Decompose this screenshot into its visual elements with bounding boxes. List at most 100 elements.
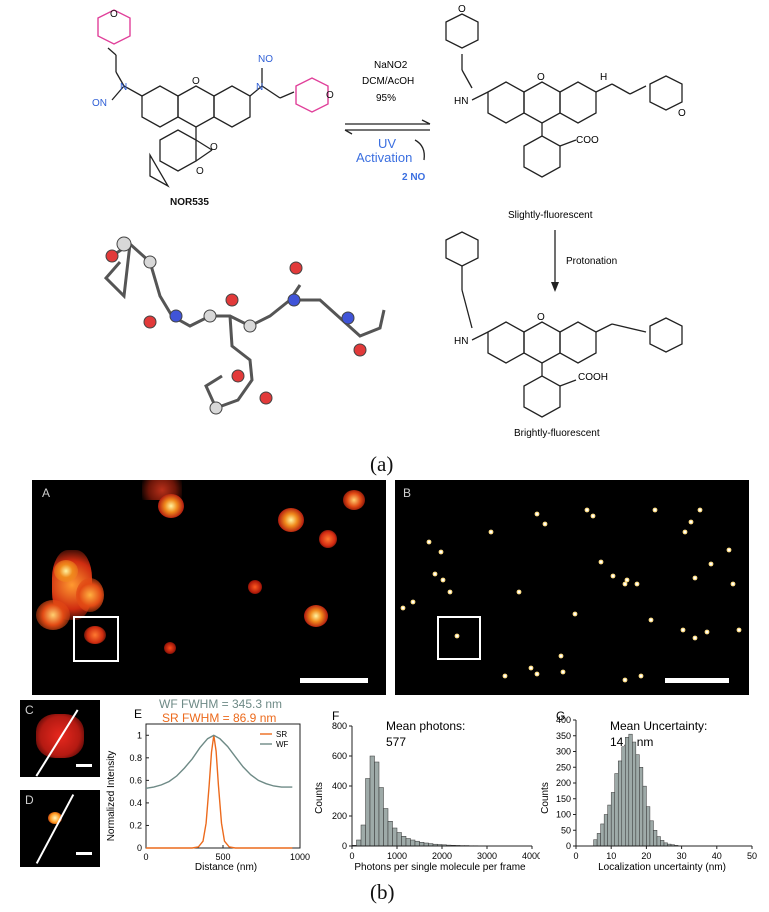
localization-core bbox=[599, 560, 603, 564]
released-no-label: 2 NO bbox=[402, 172, 426, 183]
activation-label: Activation bbox=[356, 150, 412, 165]
localization-core bbox=[693, 576, 697, 580]
localization-core bbox=[623, 582, 627, 586]
histogram-bar bbox=[653, 830, 658, 847]
y-tick-label: 800 bbox=[332, 721, 347, 731]
y-tick-label: 0 bbox=[566, 841, 571, 851]
x-tick-label: 20 bbox=[641, 851, 651, 861]
histogram-bar bbox=[603, 814, 608, 847]
mean-uncertainty-label: Mean Uncertainty: bbox=[610, 719, 707, 733]
legend-label-wf: WF bbox=[276, 740, 289, 749]
uv-label: UV bbox=[378, 136, 396, 151]
localization-core bbox=[681, 628, 685, 632]
state-slightly-label: Slightly-fluorescent bbox=[508, 210, 593, 221]
super-resolution-image-panel: B bbox=[395, 480, 749, 695]
morpholine-o-label-2: O bbox=[326, 90, 334, 101]
localization-core bbox=[591, 514, 595, 518]
histogram-bar bbox=[392, 827, 398, 847]
zoom-inset-super-resolution: D bbox=[20, 790, 100, 867]
y-axis-label: Counts bbox=[314, 782, 325, 814]
scale-bar bbox=[300, 678, 368, 683]
histogram-bar bbox=[639, 767, 644, 847]
histogram-bar bbox=[378, 787, 384, 847]
carbonyl-o-label: O bbox=[196, 166, 204, 177]
cooh-label: COOH bbox=[578, 372, 608, 383]
series-line-wf bbox=[145, 734, 293, 789]
super-resolution-localizations bbox=[400, 507, 742, 683]
x-tick-label: 4000 bbox=[522, 851, 540, 861]
panel-b-label: B bbox=[403, 486, 412, 500]
histogram-bar bbox=[607, 804, 612, 847]
localization-core bbox=[561, 670, 565, 674]
localization-core bbox=[489, 530, 493, 534]
histogram-bar bbox=[414, 840, 420, 847]
localization-core bbox=[709, 562, 713, 566]
product-xanthene-o: O bbox=[537, 72, 545, 83]
fluorescent-spot bbox=[319, 530, 337, 548]
y-tick-label: 50 bbox=[561, 825, 571, 835]
hn-label-product: HN bbox=[454, 96, 468, 107]
histogram-bar bbox=[646, 806, 651, 847]
y-tick-label: 400 bbox=[332, 781, 347, 791]
localization-core bbox=[401, 606, 405, 610]
yield-label: 95% bbox=[376, 93, 396, 104]
histogram-bar bbox=[660, 840, 665, 847]
localization-core bbox=[611, 574, 615, 578]
fluorescent-spot bbox=[248, 580, 262, 594]
x-axis-label: Distance (nm) bbox=[195, 862, 257, 873]
widefield-image-panel: A bbox=[32, 480, 386, 695]
histogram-bar bbox=[632, 741, 637, 847]
nor-lactone-ring bbox=[159, 129, 197, 172]
histogram-bar bbox=[396, 832, 402, 847]
histogram-bar bbox=[365, 778, 371, 847]
y-tick-label: 0.6 bbox=[129, 775, 142, 785]
y-tick-label: 0 bbox=[137, 843, 142, 853]
histogram-bar bbox=[642, 785, 647, 847]
histogram-bar bbox=[387, 821, 393, 847]
wf-fwhm-label: WF FWHM = 345.3 nm bbox=[159, 697, 282, 711]
panel-g-label: G bbox=[556, 709, 565, 723]
localization-core bbox=[653, 508, 657, 512]
reagent-line2: DCM/AcOH bbox=[362, 76, 414, 87]
fluorescent-spot bbox=[343, 490, 365, 510]
localization-core bbox=[433, 572, 437, 576]
histogram-bar bbox=[625, 737, 630, 847]
histogram-bar bbox=[649, 820, 654, 847]
product-o-top: O bbox=[458, 4, 466, 15]
y-tick-label: 200 bbox=[556, 778, 571, 788]
panel-c-label: C bbox=[25, 703, 34, 717]
fluorescent-spot bbox=[278, 508, 304, 532]
morpholine-ring-top bbox=[97, 9, 131, 45]
y-tick-label: 0 bbox=[342, 841, 347, 851]
localization-core bbox=[503, 674, 507, 678]
x-tick-label: 50 bbox=[747, 851, 757, 861]
y-tick-label: 100 bbox=[556, 810, 571, 820]
histogram-bar bbox=[610, 792, 615, 847]
x-tick-label: 40 bbox=[712, 851, 722, 861]
localization-core bbox=[529, 666, 533, 670]
localization-core bbox=[689, 520, 693, 524]
panel-a-label: A bbox=[42, 486, 51, 500]
product-h-label: H bbox=[600, 72, 607, 83]
localization-core bbox=[693, 636, 697, 640]
panel-d-label: D bbox=[25, 793, 34, 807]
panel-e-label: E bbox=[134, 707, 142, 721]
fluorescent-spot bbox=[36, 600, 70, 630]
y-tick-label: 150 bbox=[556, 794, 571, 804]
localization-core bbox=[517, 590, 521, 594]
reaction-scheme: O O ON N NO N O O O NOR535 NaNO2 DCM/AcO… bbox=[0, 0, 769, 450]
histogram-bar bbox=[419, 842, 425, 847]
no-label: NO bbox=[258, 54, 273, 65]
morpholine-ring-right bbox=[295, 77, 329, 113]
x-tick-label: 30 bbox=[677, 851, 687, 861]
localization-core bbox=[639, 674, 643, 678]
localization-core bbox=[543, 522, 547, 526]
n-label-right: N bbox=[256, 82, 263, 93]
localization-core bbox=[649, 618, 653, 622]
y-tick-label: 1 bbox=[137, 730, 142, 740]
y-tick-label: 0.2 bbox=[129, 820, 142, 830]
intensity-profile-chart: E WF FWHM = 345.3 nm SR FWHM = 86.9 nm 0… bbox=[106, 697, 310, 873]
sr-fwhm-label: SR FWHM = 86.9 nm bbox=[162, 711, 276, 725]
y-axis-label: Normalized Intensity bbox=[106, 751, 117, 842]
